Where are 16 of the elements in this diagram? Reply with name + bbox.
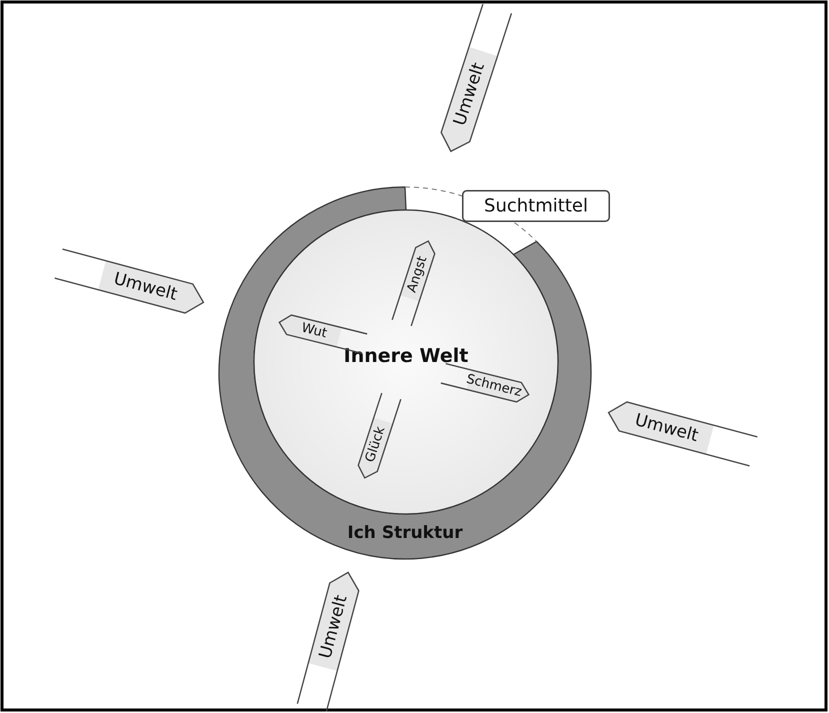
center-label: Innere Welt bbox=[344, 345, 468, 367]
signpost-label: Umwelt bbox=[632, 410, 700, 446]
signpost-label: Angst bbox=[404, 254, 430, 295]
signpost-label: Umwelt bbox=[112, 268, 180, 305]
inner-circle bbox=[254, 210, 558, 514]
signpost bbox=[440, 364, 532, 404]
signpost-label: Glück bbox=[362, 424, 388, 464]
label-box bbox=[462, 190, 610, 222]
signpost-label: Schmerz bbox=[464, 372, 524, 400]
ring bbox=[219, 187, 591, 559]
signpost bbox=[355, 393, 401, 481]
ring-label: Ich Struktur bbox=[347, 523, 463, 543]
box-label: Suchtmittel bbox=[484, 196, 588, 216]
signpost-label: Wut bbox=[300, 320, 328, 342]
signpost bbox=[392, 238, 438, 326]
signpost-label: Umwelt bbox=[315, 593, 352, 661]
